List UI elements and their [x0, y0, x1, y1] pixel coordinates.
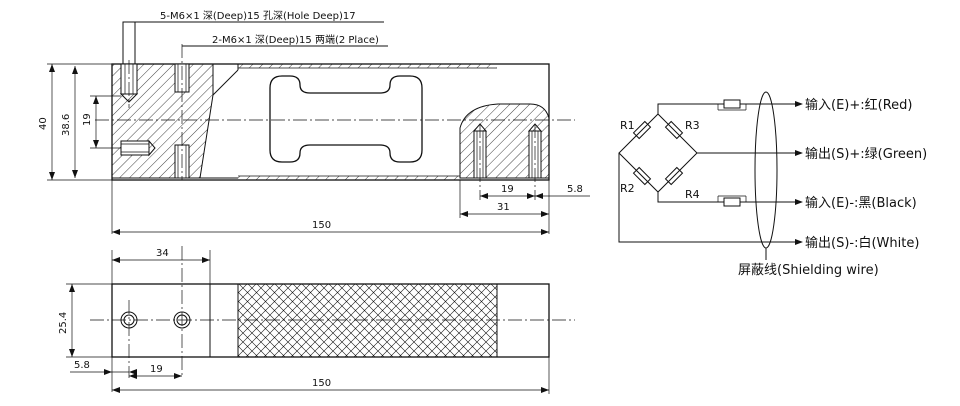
thread-note-2: 2-M6×1 深(Deep)15 两端(2 Place)	[212, 33, 379, 46]
dim-edge-5-8-plan: 5.8	[74, 360, 90, 371]
shield-ellipse	[754, 91, 778, 249]
mount-hole-1	[120, 311, 138, 329]
resistor-r3-label: R3	[685, 119, 700, 132]
dim-right-block-31: 31	[497, 202, 510, 213]
thread-note-5: 5-M6×1 深(Deep)15 孔深(Hole Deep)17	[160, 10, 356, 22]
wire-label-red: 输入(E)+:红(Red)	[805, 97, 912, 113]
resistor-r1-label: R1	[620, 119, 635, 132]
bridge-circuit: R1 R3 R2 R4 输入(E)+:红(Red) 输出(S)+:绿(Green…	[618, 91, 927, 278]
dim-width-25-4: 25.4	[58, 312, 69, 334]
wire-label-green: 输出(S)+:绿(Green)	[805, 146, 927, 162]
dim-length-150-top: 150	[312, 220, 331, 231]
dim-right-hole-19: 19	[501, 184, 514, 195]
side-view	[95, 44, 575, 200]
center-cutout	[269, 75, 423, 163]
plan-view	[90, 246, 575, 378]
resistor-r2-label: R2	[620, 182, 635, 195]
dim-height-38-6: 38.6	[61, 114, 72, 136]
dim-edge-5-8: 5.8	[567, 184, 583, 195]
thread-callouts: 5-M6×1 深(Deep)15 孔深(Hole Deep)17 2-M6×1 …	[122, 10, 388, 64]
resistor-r4-label: R4	[685, 188, 700, 201]
wire-label-black: 输入(E)-:黑(Black)	[805, 195, 917, 211]
plan-view-dims: 34 25.4 5.8 19 150	[58, 248, 550, 394]
dim-hole-gap-19: 19	[150, 364, 163, 375]
side-view-horizontal-dims: 19 5.8 31 150	[111, 180, 590, 235]
dim-block-34: 34	[156, 248, 169, 259]
wire-label-white: 输出(S)-:白(White)	[805, 235, 919, 251]
mount-hole-2	[173, 311, 191, 329]
side-view-vertical-dims: 40 38.6 19	[38, 63, 121, 181]
dim-hole-span-19: 19	[82, 113, 93, 126]
dim-height-40: 40	[38, 117, 49, 130]
shield-wire-label: 屏蔽线(Shielding wire)	[738, 263, 879, 278]
strain-area-crosshatch	[237, 283, 498, 358]
dim-length-150-plan: 150	[312, 378, 331, 389]
